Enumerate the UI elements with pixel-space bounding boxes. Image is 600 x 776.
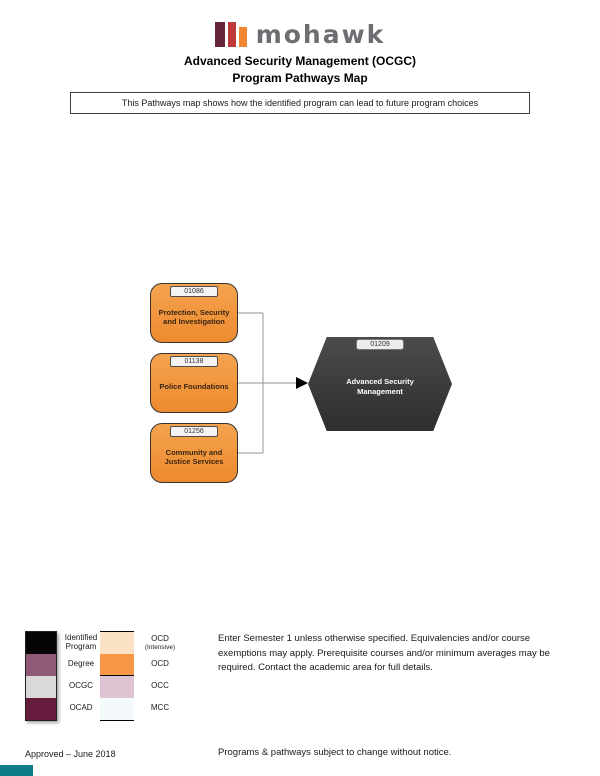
description-banner: This Pathways map shows how the identifi… xyxy=(70,92,530,114)
disclaimer-text: Programs & pathways subject to change wi… xyxy=(218,747,452,758)
legend-swatch-ocd xyxy=(100,654,134,676)
legend-swatch-ocgc xyxy=(26,676,56,698)
approved-date: Approved – June 2018 xyxy=(25,749,116,759)
legend-label-ocd-intensive: OCD (Intensive) xyxy=(137,634,183,652)
source-program-box: 01256 Community and Justice Services xyxy=(150,423,238,483)
program-code-chip: 01209 xyxy=(356,339,404,350)
source-program-box: 01086 Protection, Security and Investiga… xyxy=(150,283,238,343)
legend-label-ocd: OCD xyxy=(151,659,169,668)
page-title: Advanced Security Management (OCGC) Prog… xyxy=(0,53,600,87)
equivalency-note: Enter Semester 1 unless otherwise specif… xyxy=(218,633,550,673)
mohawk-logo: mohawk xyxy=(0,22,600,47)
description-banner-text: This Pathways map shows how the identifi… xyxy=(121,98,479,108)
legend-swatch-occ xyxy=(100,676,134,698)
legend-credential-swatches-left xyxy=(25,631,57,721)
legend-swatch-mcc xyxy=(100,698,134,720)
legend-swatch-identified-program xyxy=(26,632,56,654)
legend-label-ocad: OCAD xyxy=(69,703,93,712)
program-name-label: Protection, Security and Investigation xyxy=(158,307,230,326)
pathway-connectors xyxy=(238,312,308,454)
legend-label-degree: Degree xyxy=(67,659,95,668)
legend-label-mcc: MCC xyxy=(150,703,170,712)
program-name-label: Community and Justice Services xyxy=(164,447,224,466)
legend-label-ocd-intensive-sub: (Intensive) xyxy=(144,644,176,651)
program-name-label: Police Foundations xyxy=(159,382,229,391)
arrowhead-icon xyxy=(296,377,308,389)
corner-accent-bar xyxy=(0,765,33,776)
program-code-chip: 01138 xyxy=(170,356,218,367)
legend-label-ocgc: OCGC xyxy=(69,681,93,690)
legend-swatch-ocad xyxy=(26,698,56,720)
logo-bar-red xyxy=(227,22,236,47)
mohawk-logo-wordmark: mohawk xyxy=(255,20,386,49)
program-name-label: Advanced Security Management xyxy=(346,376,414,396)
program-code-chip: 01086 xyxy=(170,286,218,297)
legend-label-occ: OCC xyxy=(151,681,169,690)
logo-bar-orange xyxy=(238,27,247,47)
legend-swatch-ocd-intensive xyxy=(100,632,134,654)
mohawk-logo-bars-icon xyxy=(214,22,247,47)
legend-label-ocd-intensive-main: OCD xyxy=(151,634,169,643)
program-code-chip: 01256 xyxy=(170,426,218,437)
legend-label-identified-program: Identified Program xyxy=(64,633,98,651)
page-title-line1: Advanced Security Management (OCGC) xyxy=(183,54,417,68)
logo-bar-maroon xyxy=(214,22,225,47)
legend-credential-swatches-right xyxy=(100,631,134,721)
legend-swatch-degree xyxy=(26,654,56,676)
source-program-box: 01138 Police Foundations xyxy=(150,353,238,413)
page-title-line2: Program Pathways Map xyxy=(232,71,368,85)
target-program-hexagon: 01209 Advanced Security Management xyxy=(308,337,452,431)
